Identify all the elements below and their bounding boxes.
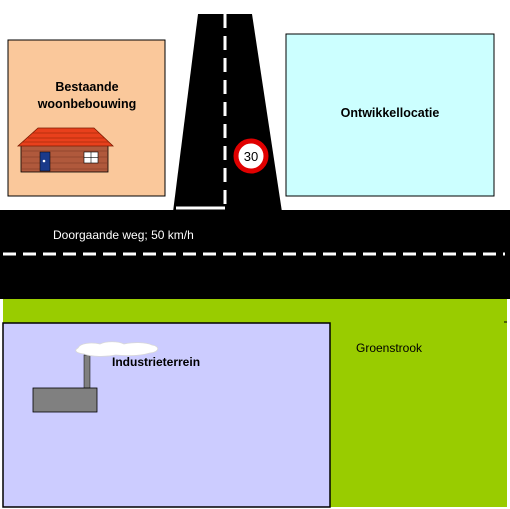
housing-area-label: Bestaande woonbebouwing	[37, 80, 137, 111]
industrial-area-label: Industrieterrein	[112, 355, 201, 369]
industrial-area	[2, 322, 331, 508]
speed-limit-sign-icon: 30	[233, 138, 269, 174]
green-strip-label: Groenstrook	[356, 341, 423, 355]
house-icon	[16, 127, 115, 173]
factory-icon	[32, 341, 159, 413]
development-area-label: Ontwikkellocatie	[340, 106, 440, 120]
housing-area	[7, 39, 166, 197]
window-icon	[83, 151, 99, 164]
side-road	[173, 14, 282, 212]
smoke-cloud-icon	[75, 341, 159, 357]
through-road-label: Doorgaande weg; 50 km/h	[53, 228, 194, 242]
development-area	[285, 33, 495, 197]
speed-limit-value: 30	[244, 149, 258, 164]
